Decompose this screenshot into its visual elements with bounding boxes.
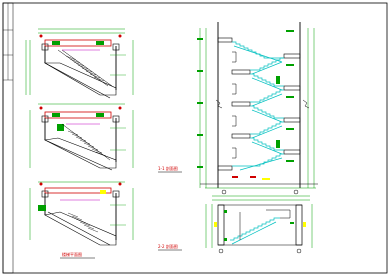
sheet-border <box>2 2 388 274</box>
plan-view-caption: 楼梯平面图 <box>62 251 82 257</box>
section-lower-caption: 2-2 剖面图 <box>158 243 178 249</box>
plan-view-bottom: 楼梯平面图 <box>29 181 134 259</box>
section-upper-caption: 1-1 剖面图 <box>158 165 178 171</box>
plan-view-middle <box>29 103 134 171</box>
plan-view-top <box>25 28 134 99</box>
section-view-upper: 1-1 剖面图 <box>158 22 318 195</box>
section-view-lower: 2-2 剖面图 <box>158 195 313 254</box>
